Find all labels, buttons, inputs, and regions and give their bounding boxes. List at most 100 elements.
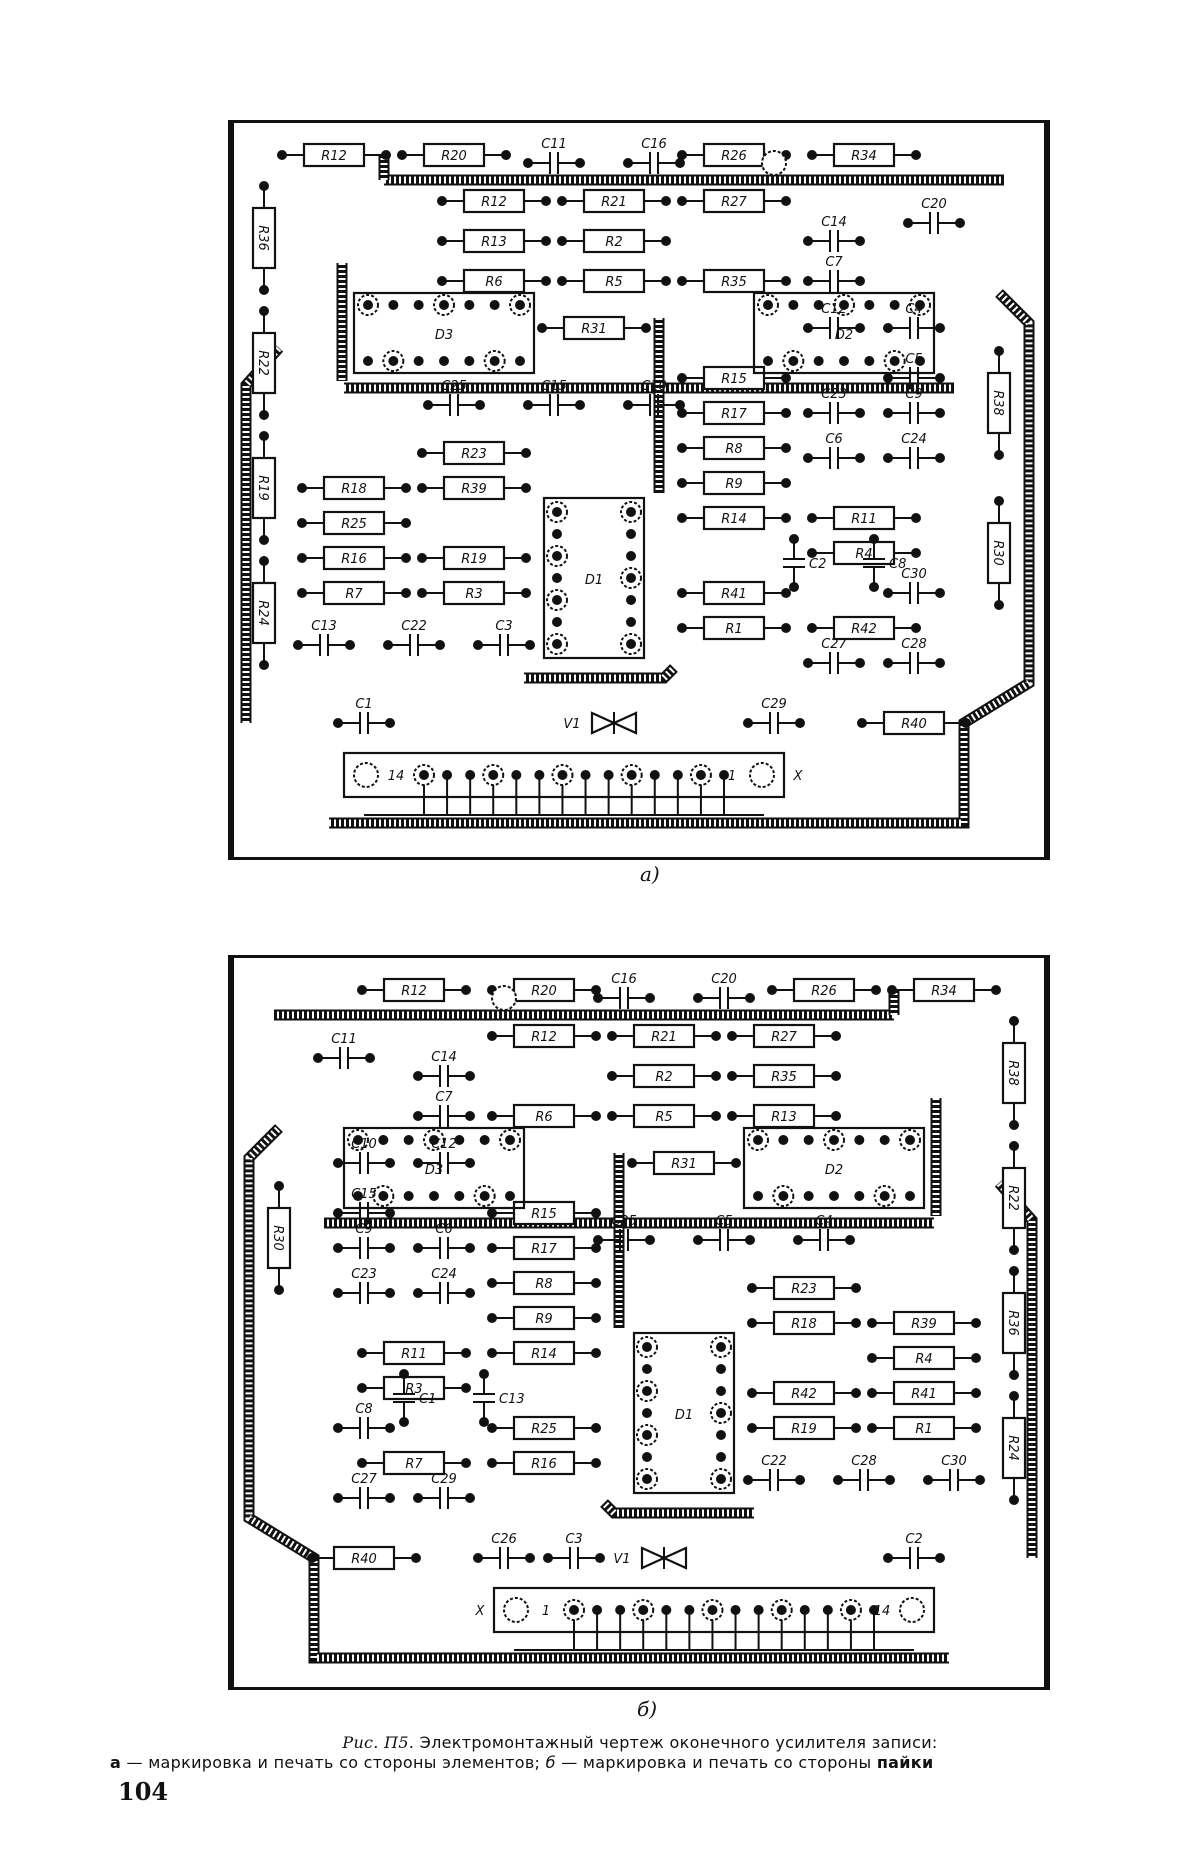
solder-pad <box>716 1342 726 1352</box>
solder-pad <box>479 1191 490 1201</box>
resistor-body <box>512 1415 576 1441</box>
resistor-label: R20 <box>531 984 557 999</box>
solder-pad <box>994 600 1004 610</box>
solder-pad <box>357 1348 367 1358</box>
resistor-body <box>1001 1416 1027 1480</box>
solder-pad <box>883 588 893 598</box>
solder-pad <box>345 640 355 650</box>
solder-pad <box>591 1208 601 1218</box>
solder-pad <box>259 431 269 441</box>
resistor-label: R21 <box>651 1030 677 1045</box>
solder-pad <box>465 1071 475 1081</box>
solder-pad <box>385 1423 395 1433</box>
solder-pad <box>813 356 824 366</box>
resistor-label: R9 <box>535 1312 552 1327</box>
resistor-body <box>251 581 277 645</box>
capacitor-label: C4 <box>815 1214 832 1229</box>
resistor-label: R27 <box>721 195 747 210</box>
diode-body <box>611 711 638 735</box>
resistor-label: R18 <box>341 482 367 497</box>
resistor-body <box>462 228 526 254</box>
resistor-label: R25 <box>531 1422 557 1437</box>
solder-pad <box>677 443 687 453</box>
connector-last-pin-label: 1 <box>728 769 736 784</box>
solder-pad <box>557 236 567 246</box>
solder-pad <box>707 1605 718 1615</box>
solder-pad <box>489 356 500 366</box>
capacitor-label: C15 <box>351 1187 377 1202</box>
solder-pad <box>727 1071 737 1081</box>
solder-pad <box>297 553 307 563</box>
solder-pad <box>259 410 269 420</box>
resistor-label: R25 <box>341 517 367 532</box>
resistor-body <box>512 1200 576 1226</box>
solder-pad <box>591 1458 601 1468</box>
capacitor-label: C14 <box>431 1050 457 1065</box>
solder-pad <box>743 718 753 728</box>
solder-pad <box>413 356 424 366</box>
capacitor-label: C13 <box>499 1392 525 1407</box>
solder-pad <box>971 1353 981 1363</box>
solder-pad <box>869 582 879 592</box>
solder-pad <box>552 595 562 605</box>
solder-pad <box>297 483 307 493</box>
resistor-body <box>512 1235 576 1261</box>
solder-pad <box>413 300 424 310</box>
solder-pad <box>626 595 636 605</box>
solder-pad <box>437 276 447 286</box>
capacitor-label: C16 <box>641 137 667 152</box>
solder-pad <box>935 658 945 668</box>
solder-pad <box>855 236 865 246</box>
solder-pad <box>388 300 399 310</box>
solder-pad <box>695 770 706 780</box>
solder-pad <box>763 356 773 366</box>
solder-pad <box>867 1353 877 1363</box>
solder-pad <box>1009 1245 1019 1255</box>
solder-pad <box>803 408 813 418</box>
resistor-body <box>752 1063 816 1089</box>
resistor-body <box>251 206 277 270</box>
connector-outline <box>342 751 786 799</box>
resistor-label: R12 <box>481 195 507 210</box>
solder-pad <box>423 400 433 410</box>
solder-pad <box>883 408 893 418</box>
solder-pad <box>716 1364 726 1374</box>
capacitor-label: C8 <box>355 1402 372 1417</box>
ic-outline <box>742 1126 926 1210</box>
solder-pad <box>259 181 269 191</box>
solder-pad <box>473 640 483 650</box>
solder-pad <box>803 1135 814 1145</box>
solder-pad <box>487 1458 497 1468</box>
solder-pad <box>803 1191 814 1201</box>
resistor-label: R14 <box>721 512 747 527</box>
capacitor-label: C7 <box>825 255 843 270</box>
resistor-body <box>582 188 646 214</box>
solder-pad <box>693 993 703 1003</box>
solder-pad <box>523 400 533 410</box>
solder-pad <box>397 150 407 160</box>
resistor-label: R14 <box>531 1347 557 1362</box>
solder-pad <box>730 1605 741 1615</box>
solder-pad <box>642 1430 652 1440</box>
resistor-label: R2 <box>655 1070 672 1085</box>
solder-pad <box>719 770 729 780</box>
resistor-body <box>582 268 646 294</box>
solder-pad <box>479 1417 489 1427</box>
solder-pad <box>781 588 791 598</box>
solder-pad <box>521 483 531 493</box>
capacitor-label: C5 <box>715 1214 732 1229</box>
solder-pad <box>534 770 545 780</box>
solder-pad <box>399 1417 409 1427</box>
solder-pad <box>487 1313 497 1323</box>
solder-pad <box>403 1191 414 1201</box>
solder-pad <box>645 1235 655 1245</box>
capacitor-label: C1 <box>355 697 372 712</box>
ic-outline <box>632 1331 736 1495</box>
solder-pad <box>626 573 636 583</box>
solder-pad <box>778 1191 789 1201</box>
solder-pad <box>307 1553 317 1563</box>
solder-pad <box>626 551 636 561</box>
solder-pad <box>677 623 687 633</box>
solder-pad <box>747 1283 757 1293</box>
